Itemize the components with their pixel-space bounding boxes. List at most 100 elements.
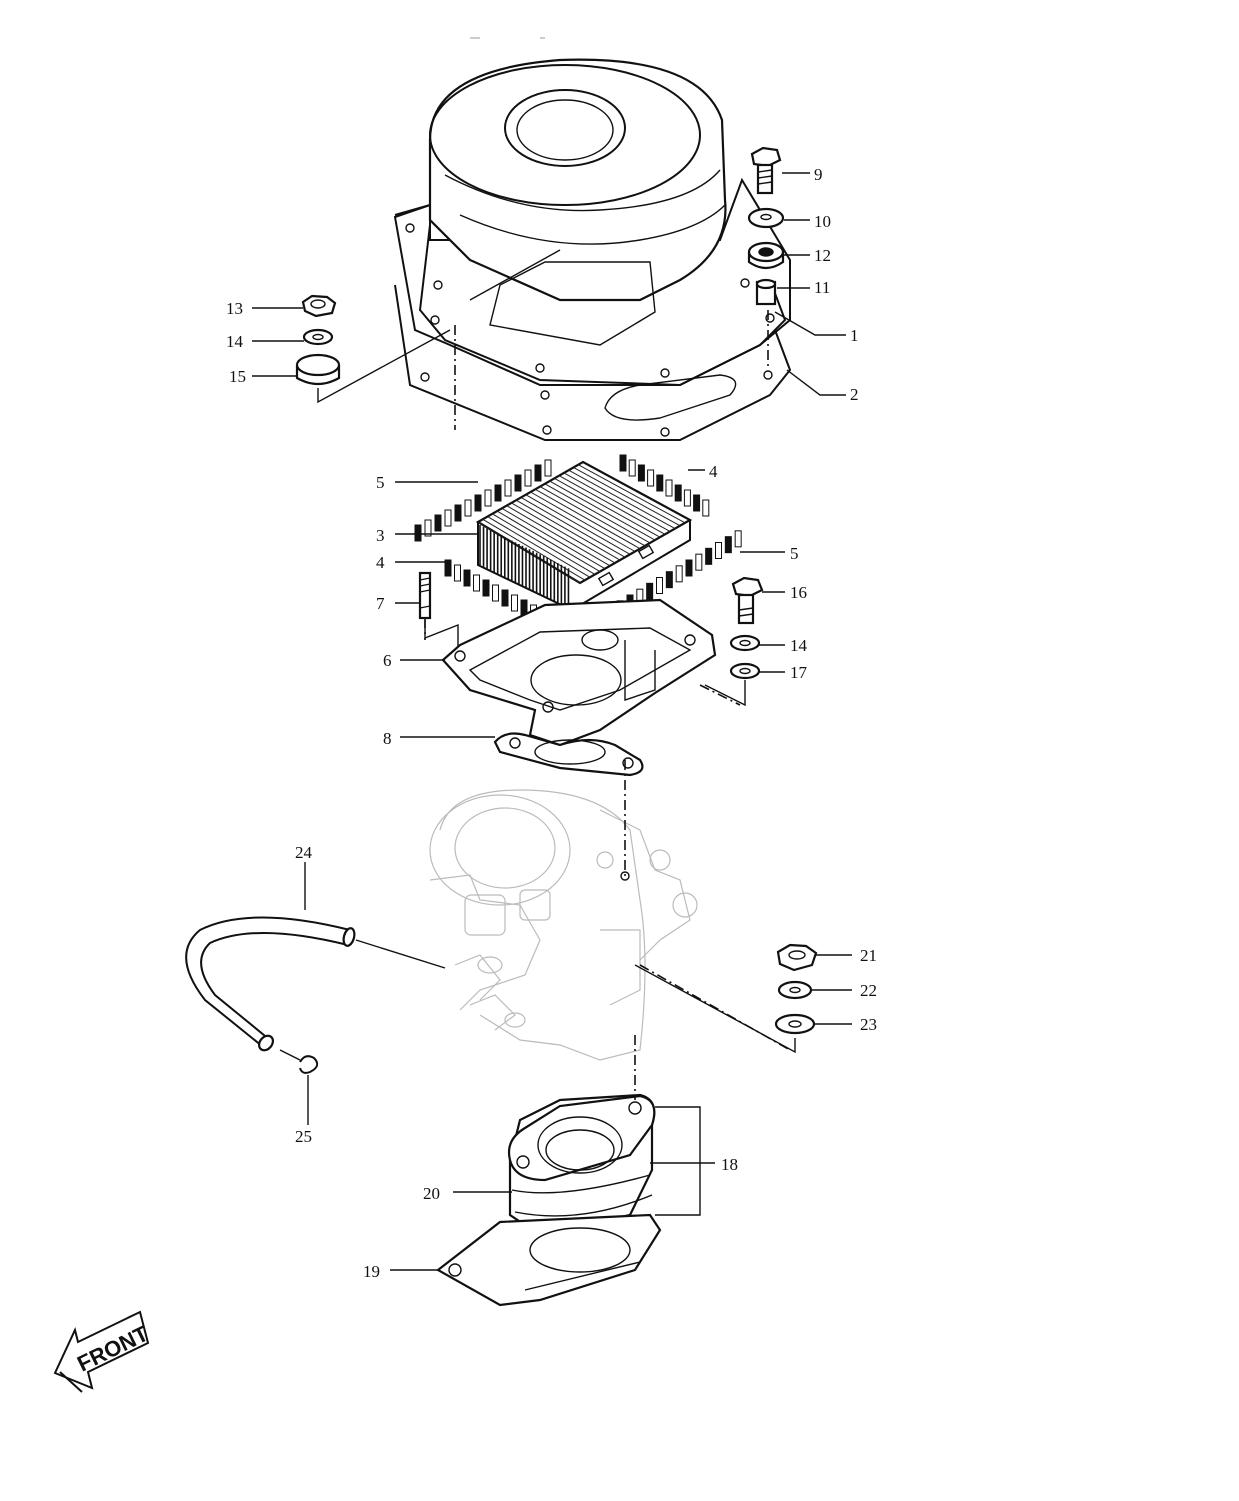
callout-22: 22 [860,981,877,1000]
pleat-tooth [674,484,682,502]
mounting-plate-19 [436,1213,662,1307]
pleat-tooth [715,542,722,559]
pleat-tooth [434,514,442,532]
housing-gasket [394,284,792,441]
washer-22 [777,980,813,1000]
callout-17: 17 [790,663,808,682]
callout-4-lower: 4 [376,553,385,572]
filter-pleat-line [535,488,641,550]
bolt-16 [731,576,764,625]
callout-2: 2 [850,385,859,404]
pleat-tooth [628,459,636,477]
callout-14-left: 14 [226,332,244,351]
callout-5-upper: 5 [376,473,385,492]
pleat-tooth [424,519,432,537]
pleat-tooth [695,553,703,571]
pleat-tooth [637,464,645,482]
filter-pleat-line [487,516,591,578]
callout-19: 19 [363,1262,380,1281]
washer-14b [729,634,761,652]
nut-13 [301,294,337,318]
grommet-15 [295,353,341,386]
filter-pleat-line [530,491,636,552]
washer-23 [774,1013,816,1035]
callout-18: 18 [721,1155,738,1174]
filter-pleat-line [506,505,611,567]
pleat-tooth [675,565,683,583]
pleat-tooth [511,594,518,612]
pleat-tooth [514,474,522,492]
callout-15: 15 [229,367,246,386]
pleat-tooth [444,509,452,527]
pleat-tooth [665,479,673,497]
callout-14-right: 14 [790,636,808,655]
filter-pleat-line [520,497,626,558]
filter-pleat-line [563,472,671,532]
vent-hose [185,916,446,1052]
filter-pleat-line [511,502,616,564]
callout-12: 12 [814,246,831,265]
callout-6: 6 [383,651,392,670]
filter-pleat-line [554,477,661,538]
pleat-tooth [454,504,462,522]
nut-21 [776,943,818,972]
filter-pleat-line [549,480,656,541]
pleat-tooth [665,571,673,589]
filter-pleat-line [577,464,686,524]
pleat-tooth [474,494,482,512]
pleat-tooth [454,564,461,582]
pleat-tooth [482,579,490,597]
filter-pleat-line [496,510,601,572]
callout-13: 13 [226,299,243,318]
collar-11 [755,278,777,306]
filter-pleat-line [492,513,596,575]
pleat-tooth [646,582,654,600]
pleat-tooth [524,469,532,487]
pleat-tooth [702,499,710,517]
pleat-tooth [492,584,499,602]
pleat-tooth [685,559,693,577]
callout-23: 23 [860,1015,877,1034]
pleat-tooth [656,577,663,594]
pleat-tooth [463,569,471,587]
bolt-9 [750,146,782,195]
filter-pleat-line [544,483,651,544]
filter-pleat-line [539,486,646,547]
pleat-tooth [724,536,732,554]
stud-7 [418,571,432,620]
callout-25: 25 [295,1127,312,1146]
filter-pleat-line [525,494,631,555]
pleat-tooth [504,479,512,497]
pleat-tooth [619,454,627,472]
pleat-tooth [501,589,509,607]
intake-insulator [507,1093,656,1237]
pleat-tooth [414,524,422,542]
callout-9: 9 [814,165,823,184]
callout-21: 21 [860,946,877,965]
pleat-tooth [494,484,502,502]
callout-16: 16 [790,583,807,602]
pleat-tooth [656,474,664,492]
callout-11: 11 [814,278,830,297]
callout-3: 3 [376,526,385,545]
callout-8: 8 [383,729,392,748]
front-direction-arrow: FRONT [53,1310,153,1393]
washer-10 [747,207,785,229]
callout-7: 7 [376,594,385,613]
leader-lines [252,172,852,1271]
pleat-tooth [464,499,472,517]
pleat-tooth [544,459,552,477]
washer-14 [302,328,334,346]
hose-clip-25 [279,1049,319,1074]
callout-20: 20 [423,1184,440,1203]
pleat-tooth [647,469,655,487]
filter-pleat-line [558,475,666,535]
pleat-tooth [484,489,492,507]
air-cleaner-base [441,598,717,747]
pleat-tooth [444,559,452,577]
filter-pleat-line [501,507,606,570]
pleat-tooth [734,530,742,548]
pleat-tooth [693,494,701,512]
filter-element [475,460,693,612]
